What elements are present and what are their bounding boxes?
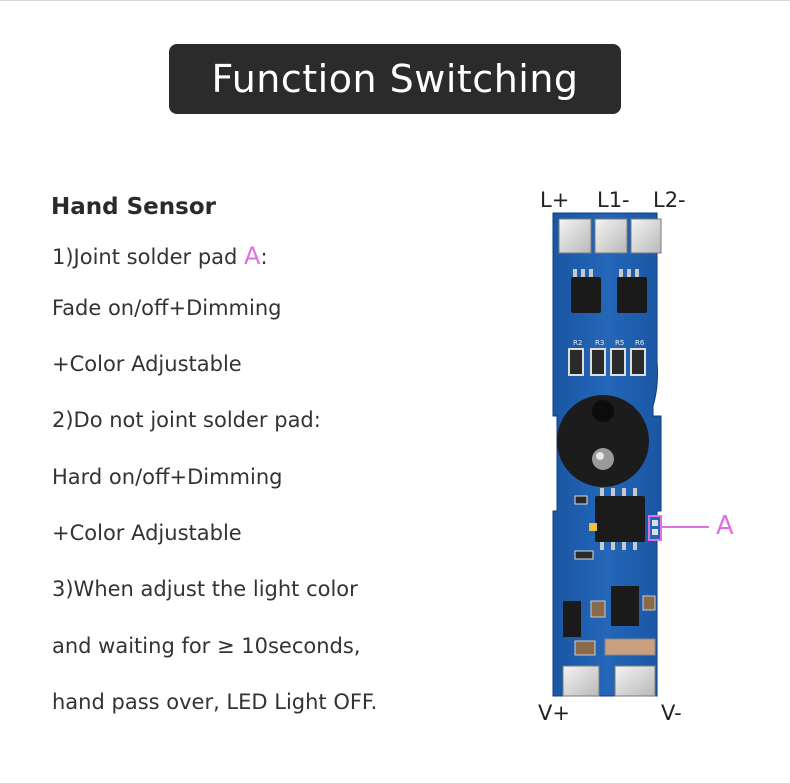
silk-r5: R5 xyxy=(615,339,624,347)
callout-line xyxy=(662,526,709,528)
instruction-line-9: hand pass over, LED Light OFF. xyxy=(52,690,378,714)
instruction-line-8: and waiting for ≥ 10seconds, xyxy=(52,634,361,658)
callout-label-a: A xyxy=(716,511,734,541)
page-title: Function Switching xyxy=(211,57,579,101)
pin-label-l2-minus: L2- xyxy=(653,188,686,212)
section-heading: Hand Sensor xyxy=(51,194,216,220)
pin-label-l-plus: L+ xyxy=(540,188,570,212)
instruction-line-7: 3)When adjust the light color xyxy=(52,577,358,601)
pin-label-v-plus: V+ xyxy=(538,701,570,725)
silk-r3: R3 xyxy=(595,339,604,347)
instruction-line-4: 2)Do not joint solder pad: xyxy=(52,408,321,432)
title-banner: Function Switching xyxy=(169,44,621,114)
pin-label-v-minus: V- xyxy=(661,701,682,725)
instruction-line-3: +Color Adjustable xyxy=(52,352,242,376)
instruction-line-6: +Color Adjustable xyxy=(52,521,242,545)
instruction-line-2: Fade on/off+Dimming xyxy=(52,296,282,320)
pin-label-l1-minus: L1- xyxy=(597,188,630,212)
silk-r2: R2 xyxy=(573,339,582,347)
line-1-suffix: : xyxy=(260,245,268,269)
instruction-line-5: Hard on/off+Dimming xyxy=(52,465,283,489)
silk-r6: R6 xyxy=(635,339,645,347)
line-1-text: 1)Joint solder pad xyxy=(52,245,245,269)
instruction-line-1: 1)Joint solder pad A: xyxy=(52,242,268,270)
sensor-pcb-image: R2 R3 R5 R6 xyxy=(552,212,662,697)
pad-a-label: A xyxy=(244,242,261,270)
